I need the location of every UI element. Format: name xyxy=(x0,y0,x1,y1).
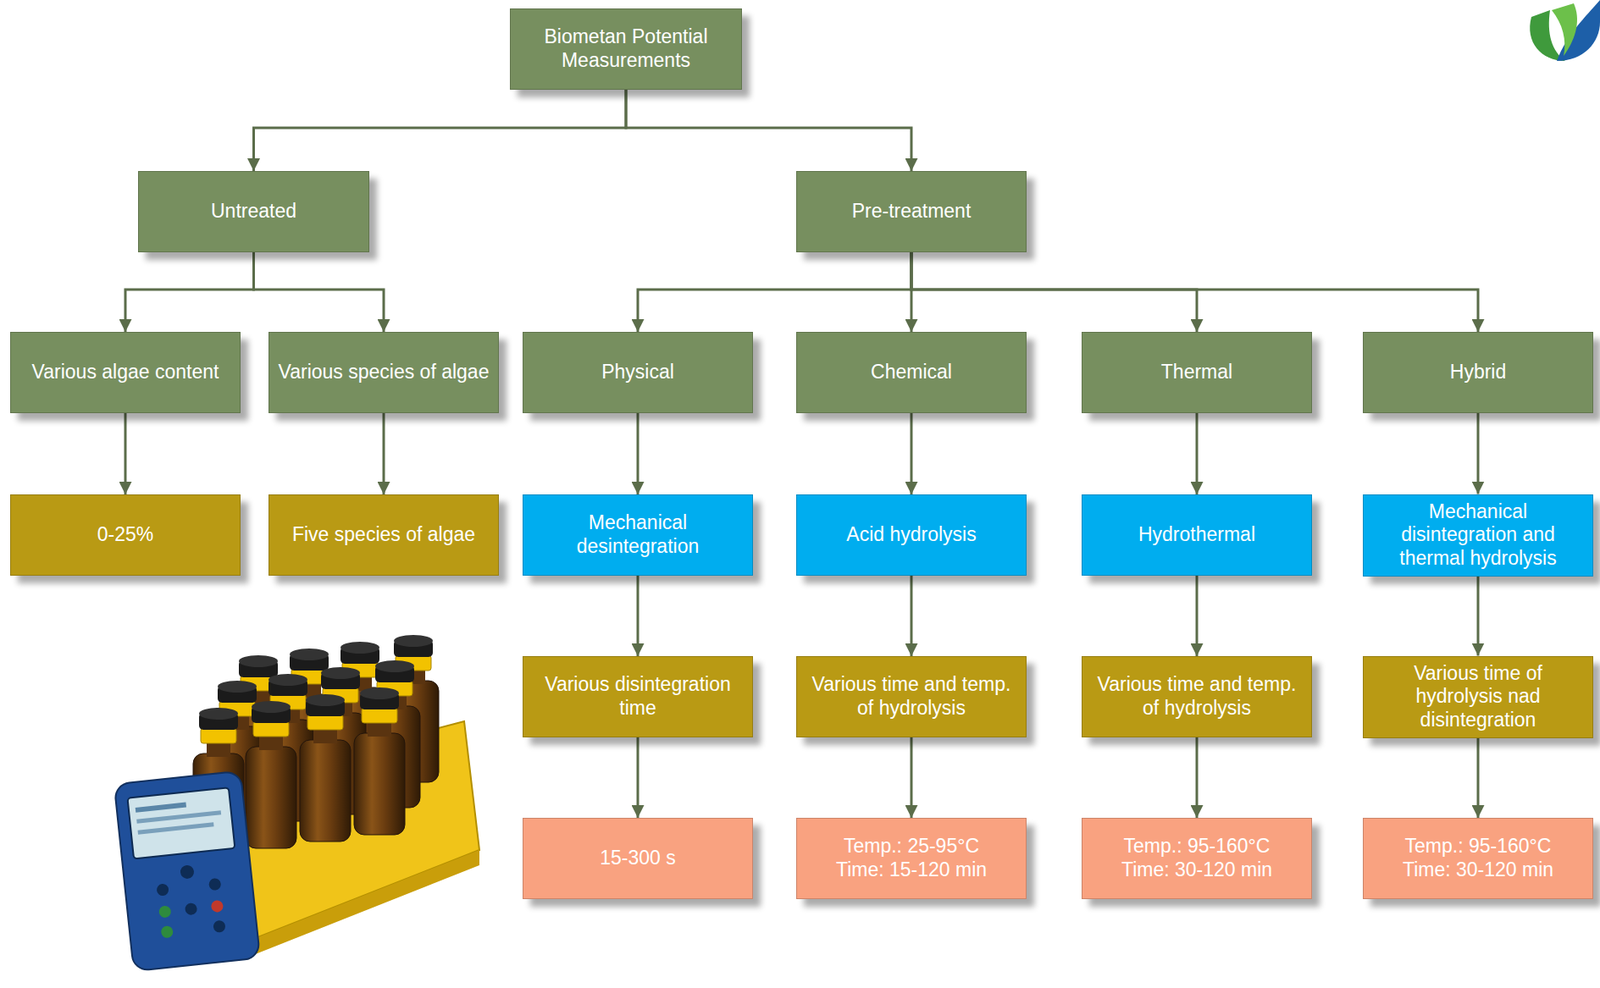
method-box: Acid hydrolysis xyxy=(796,494,1027,576)
connector-arrow xyxy=(911,252,1197,333)
box-label: Thermal xyxy=(1161,360,1233,385)
box-label: Untreated xyxy=(210,199,297,224)
box-label: Hybrid xyxy=(1450,360,1506,385)
method-box: Mechanical desintegration xyxy=(522,494,753,576)
range-box: 15-300 s xyxy=(522,818,753,900)
range-box: Temp.: 95-160°CTime: 30-120 min xyxy=(1081,818,1313,900)
connector-arrow xyxy=(625,89,912,172)
category-box: Various species of algae xyxy=(268,332,499,414)
connector-arrow xyxy=(636,737,640,819)
box-label: Various species of algae xyxy=(278,360,490,385)
parameter-box: Various time and temp. of hydrolysis xyxy=(1081,656,1313,738)
parameter-box: Various time of hydrolysis nad disintegr… xyxy=(1362,656,1594,739)
connector-arrow xyxy=(254,89,627,172)
box-label: Acid hydrolysis xyxy=(846,523,976,548)
box-label: 15-300 s xyxy=(599,847,676,871)
box-label: Five species of algae xyxy=(292,523,476,548)
range-box: Temp.: 25-95°CTime: 15-120 min xyxy=(796,818,1027,900)
box-label: Various time and temp. of hydrolysis xyxy=(1089,673,1305,720)
connector-arrow xyxy=(636,575,640,657)
box-label: Temp.: 25-95°C xyxy=(843,835,980,859)
box-label: Chemical xyxy=(870,360,953,385)
connector-arrow xyxy=(254,252,385,333)
category-box: Hybrid xyxy=(1362,332,1594,414)
parameter-box: Various disintegration time xyxy=(522,656,753,738)
category-box: Various algae content xyxy=(10,332,241,414)
connector-arrow xyxy=(382,413,386,495)
logo-mark xyxy=(1529,0,1600,61)
category-box: Physical xyxy=(522,332,753,414)
connector-arrow xyxy=(1477,576,1480,657)
box-label: Hydrothermal xyxy=(1138,523,1256,548)
value-box: 0-25% xyxy=(10,494,241,576)
connector-arrow xyxy=(1195,575,1199,657)
box-label: Pre-treatment xyxy=(852,199,972,224)
branch-box: Untreated xyxy=(138,171,370,253)
parameter-box: Various time and temp. of hydrolysis xyxy=(796,656,1027,738)
box-label: Various disintegration time xyxy=(530,673,746,720)
category-box: Thermal xyxy=(1081,332,1313,414)
box-label: Mechanical disintegration and thermal hy… xyxy=(1370,500,1586,571)
branch-box: Pre-treatment xyxy=(796,171,1027,253)
connector-arrow xyxy=(1195,737,1199,819)
value-box: Five species of algae xyxy=(268,494,499,576)
method-box: Hydrothermal xyxy=(1081,494,1313,576)
connector-arrow xyxy=(637,252,912,333)
box-label: Time: 15-120 min xyxy=(835,858,987,883)
range-box: Temp.: 95-160°CTime: 30-120 min xyxy=(1362,818,1594,900)
connector-arrow xyxy=(910,737,914,819)
connector-arrow xyxy=(910,413,914,495)
box-label: Time: 30-120 min xyxy=(1121,858,1273,883)
handheld-controller xyxy=(114,771,261,972)
box-label: Time: 30-120 min xyxy=(1402,858,1554,883)
box-label: Mechanical desintegration xyxy=(530,511,746,559)
category-box: Chemical xyxy=(796,332,1027,414)
box-label: Temp.: 95-160°C xyxy=(1123,835,1271,859)
connector-arrow xyxy=(125,252,255,333)
box-label: Temp.: 95-160°C xyxy=(1405,835,1552,859)
connector-arrow xyxy=(1477,738,1480,820)
connector-arrow xyxy=(910,575,914,657)
connector-arrow xyxy=(636,413,640,495)
connector-arrow xyxy=(124,413,128,495)
box-label: 0-25% xyxy=(97,523,154,548)
box-label: Biometan Potential Measurements xyxy=(517,25,735,72)
box-label: Various algae content xyxy=(32,360,220,385)
connector-arrow xyxy=(1195,413,1199,495)
box-label: Various time of hydrolysis nad disintegr… xyxy=(1370,662,1586,733)
method-box: Mechanical disintegration and thermal hy… xyxy=(1362,494,1594,577)
root-box: Biometan Potential Measurements xyxy=(509,8,742,90)
connector-arrow xyxy=(911,252,1479,333)
connector-arrow xyxy=(1477,413,1480,495)
box-label: Physical xyxy=(601,360,675,385)
box-label: Various time and temp. of hydrolysis xyxy=(803,673,1019,720)
